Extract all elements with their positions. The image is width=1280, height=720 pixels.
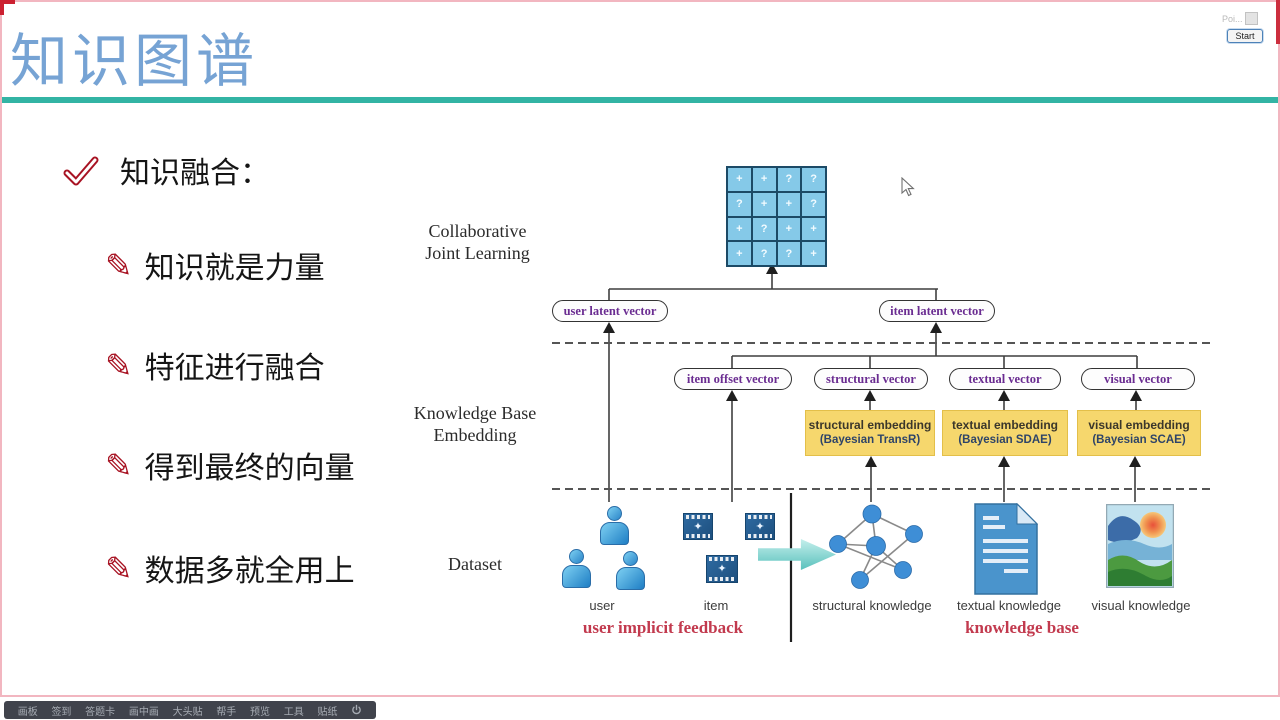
pill-structural-vector: structural vector	[814, 368, 928, 390]
user-icon	[562, 549, 591, 588]
label-line: Embedding	[433, 425, 517, 445]
page-title: 知识图谱	[10, 29, 259, 94]
toolbar-item-yulan[interactable]: 预览	[250, 706, 271, 718]
bullet-text: 数据多就全用上	[144, 555, 355, 588]
matrix-cell: +	[802, 242, 825, 265]
embedding-box-textual: textual embedding (Bayesian SDAE)	[942, 410, 1068, 456]
matrix-cell: ?	[777, 242, 801, 265]
matrix-cell: +	[728, 217, 751, 241]
check-icon	[63, 156, 99, 185]
bullet-heading-row: 知识融合：	[62, 148, 270, 192]
dataset-label-visual: visual knowledge	[1091, 598, 1191, 613]
list-item: ✎ 数据多就全用上	[105, 546, 355, 590]
sparkle-icon: ✦	[717, 563, 727, 575]
embedding-box-visual: visual embedding (Bayesian SCAE)	[1077, 410, 1201, 456]
list-item: ✎ 特征进行融合	[105, 343, 325, 387]
start-button[interactable]: Start	[1227, 29, 1263, 43]
rating-matrix: + + ? ? ? + + ? + ? + + + ? ? +	[726, 166, 827, 267]
matrix-cell: ?	[752, 242, 776, 265]
dataset-label-item: item	[703, 598, 729, 613]
matrix-cell: +	[802, 217, 825, 241]
matrix-cell: +	[752, 192, 776, 216]
stage-label-collaborative: Collaborative Joint Learning	[405, 220, 550, 264]
matrix-cell: ?	[777, 168, 801, 191]
label-line: Joint Learning	[425, 243, 530, 263]
bullet-text: 特征进行融合	[144, 352, 325, 385]
mouse-cursor	[901, 177, 915, 197]
list-item: ✎ 得到最终的向量	[105, 443, 355, 487]
document-icon	[974, 503, 1038, 595]
toolbar-item-tiezhi[interactable]: 贴纸	[317, 706, 338, 718]
feedback-label: user implicit feedback	[582, 618, 744, 637]
film-icon: ✦	[706, 555, 738, 583]
embedding-title: visual embedding	[1088, 418, 1190, 432]
toolbar-item-huaban[interactable]: 画板	[17, 706, 38, 718]
dataset-label-user: user	[589, 598, 615, 613]
toolbar-item-bangshou[interactable]: 帮手	[216, 706, 237, 718]
matrix-cell: +	[777, 217, 801, 241]
pencil-icon: ✎	[105, 446, 133, 484]
toolbar-item-datika[interactable]: 答题卡	[85, 706, 116, 718]
dataset-label-structural: structural knowledge	[812, 598, 932, 613]
label-line: Knowledge Base	[413, 403, 537, 423]
embedding-title: textual embedding	[951, 418, 1058, 432]
film-icon: ✦	[745, 513, 775, 540]
sparkle-icon: ✦	[755, 521, 765, 533]
pointofix-widget: Poi... Start	[1222, 12, 1268, 44]
stage-label-kbe: Knowledge Base Embedding	[400, 402, 550, 446]
toolbar-item-huazhonghua[interactable]: 画中画	[128, 706, 159, 718]
embedding-subtitle: (Bayesian SDAE)	[958, 434, 1052, 446]
toolbar-item-gongju[interactable]: 工具	[283, 706, 304, 718]
stage-label-dataset: Dataset	[448, 554, 502, 574]
matrix-cell: +	[752, 168, 776, 191]
image-icon	[1106, 504, 1174, 588]
embedding-subtitle: (Bayesian TransR)	[819, 434, 921, 446]
bottom-toolbar: 画板 签到 答题卡 画中画 大头贴 帮手 预览 工具 贴纸	[4, 701, 376, 719]
pointofix-title: Poi...	[1222, 13, 1243, 24]
pencil-icon: ✎	[105, 246, 133, 284]
pill-user-latent-vector: user latent vector	[552, 300, 668, 322]
pencil-icon: ✎	[105, 346, 133, 384]
pencil-icon: ✎	[105, 549, 133, 587]
transform-arrow-icon	[758, 539, 836, 570]
frame-edge-mark	[1276, 0, 1280, 44]
user-icon	[600, 506, 629, 545]
matrix-cell: ?	[802, 168, 825, 191]
toolbar-item-datoutie[interactable]: 大头贴	[172, 706, 203, 718]
bullet-text: 知识就是力量	[144, 252, 325, 285]
embedding-subtitle: (Bayesian SCAE)	[1092, 434, 1186, 446]
matrix-cell: +	[728, 168, 751, 191]
matrix-cell: ?	[728, 192, 751, 216]
matrix-cell: +	[777, 192, 801, 216]
pill-visual-vector: visual vector	[1081, 368, 1195, 390]
frame-corner-mark	[0, 0, 15, 4]
frame-corner-mark	[0, 0, 4, 15]
matrix-cell: ?	[752, 217, 776, 241]
pill-item-latent-vector: item latent vector	[879, 300, 995, 322]
title-underline	[0, 97, 1280, 103]
pill-textual-vector: textual vector	[949, 368, 1061, 390]
pointofix-minimize-icon[interactable]	[1244, 12, 1258, 25]
matrix-cell: +	[728, 242, 751, 265]
pill-item-offset-vector: item offset vector	[674, 368, 792, 390]
pointofix-titlebar: Poi...	[1222, 12, 1268, 25]
film-icon: ✦	[683, 513, 713, 540]
embedding-box-structural: structural embedding (Bayesian TransR)	[805, 410, 935, 456]
label-line: Collaborative	[428, 221, 527, 241]
bullet-text: 得到最终的向量	[144, 452, 355, 485]
sparkle-icon: ✦	[693, 521, 703, 533]
knowledge-base-label: knowledge base	[965, 618, 1079, 637]
matrix-cell: ?	[802, 192, 825, 216]
embedding-title: structural embedding	[808, 418, 932, 432]
toolbar-item-qiandao[interactable]: 签到	[51, 706, 72, 718]
power-icon[interactable]	[351, 704, 362, 716]
user-icon	[616, 551, 645, 590]
graph-icon	[829, 504, 923, 589]
bullet-heading: 知识融合：	[120, 157, 270, 190]
dataset-label-textual: textual knowledge	[956, 598, 1062, 613]
list-item: ✎ 知识就是力量	[105, 243, 325, 287]
